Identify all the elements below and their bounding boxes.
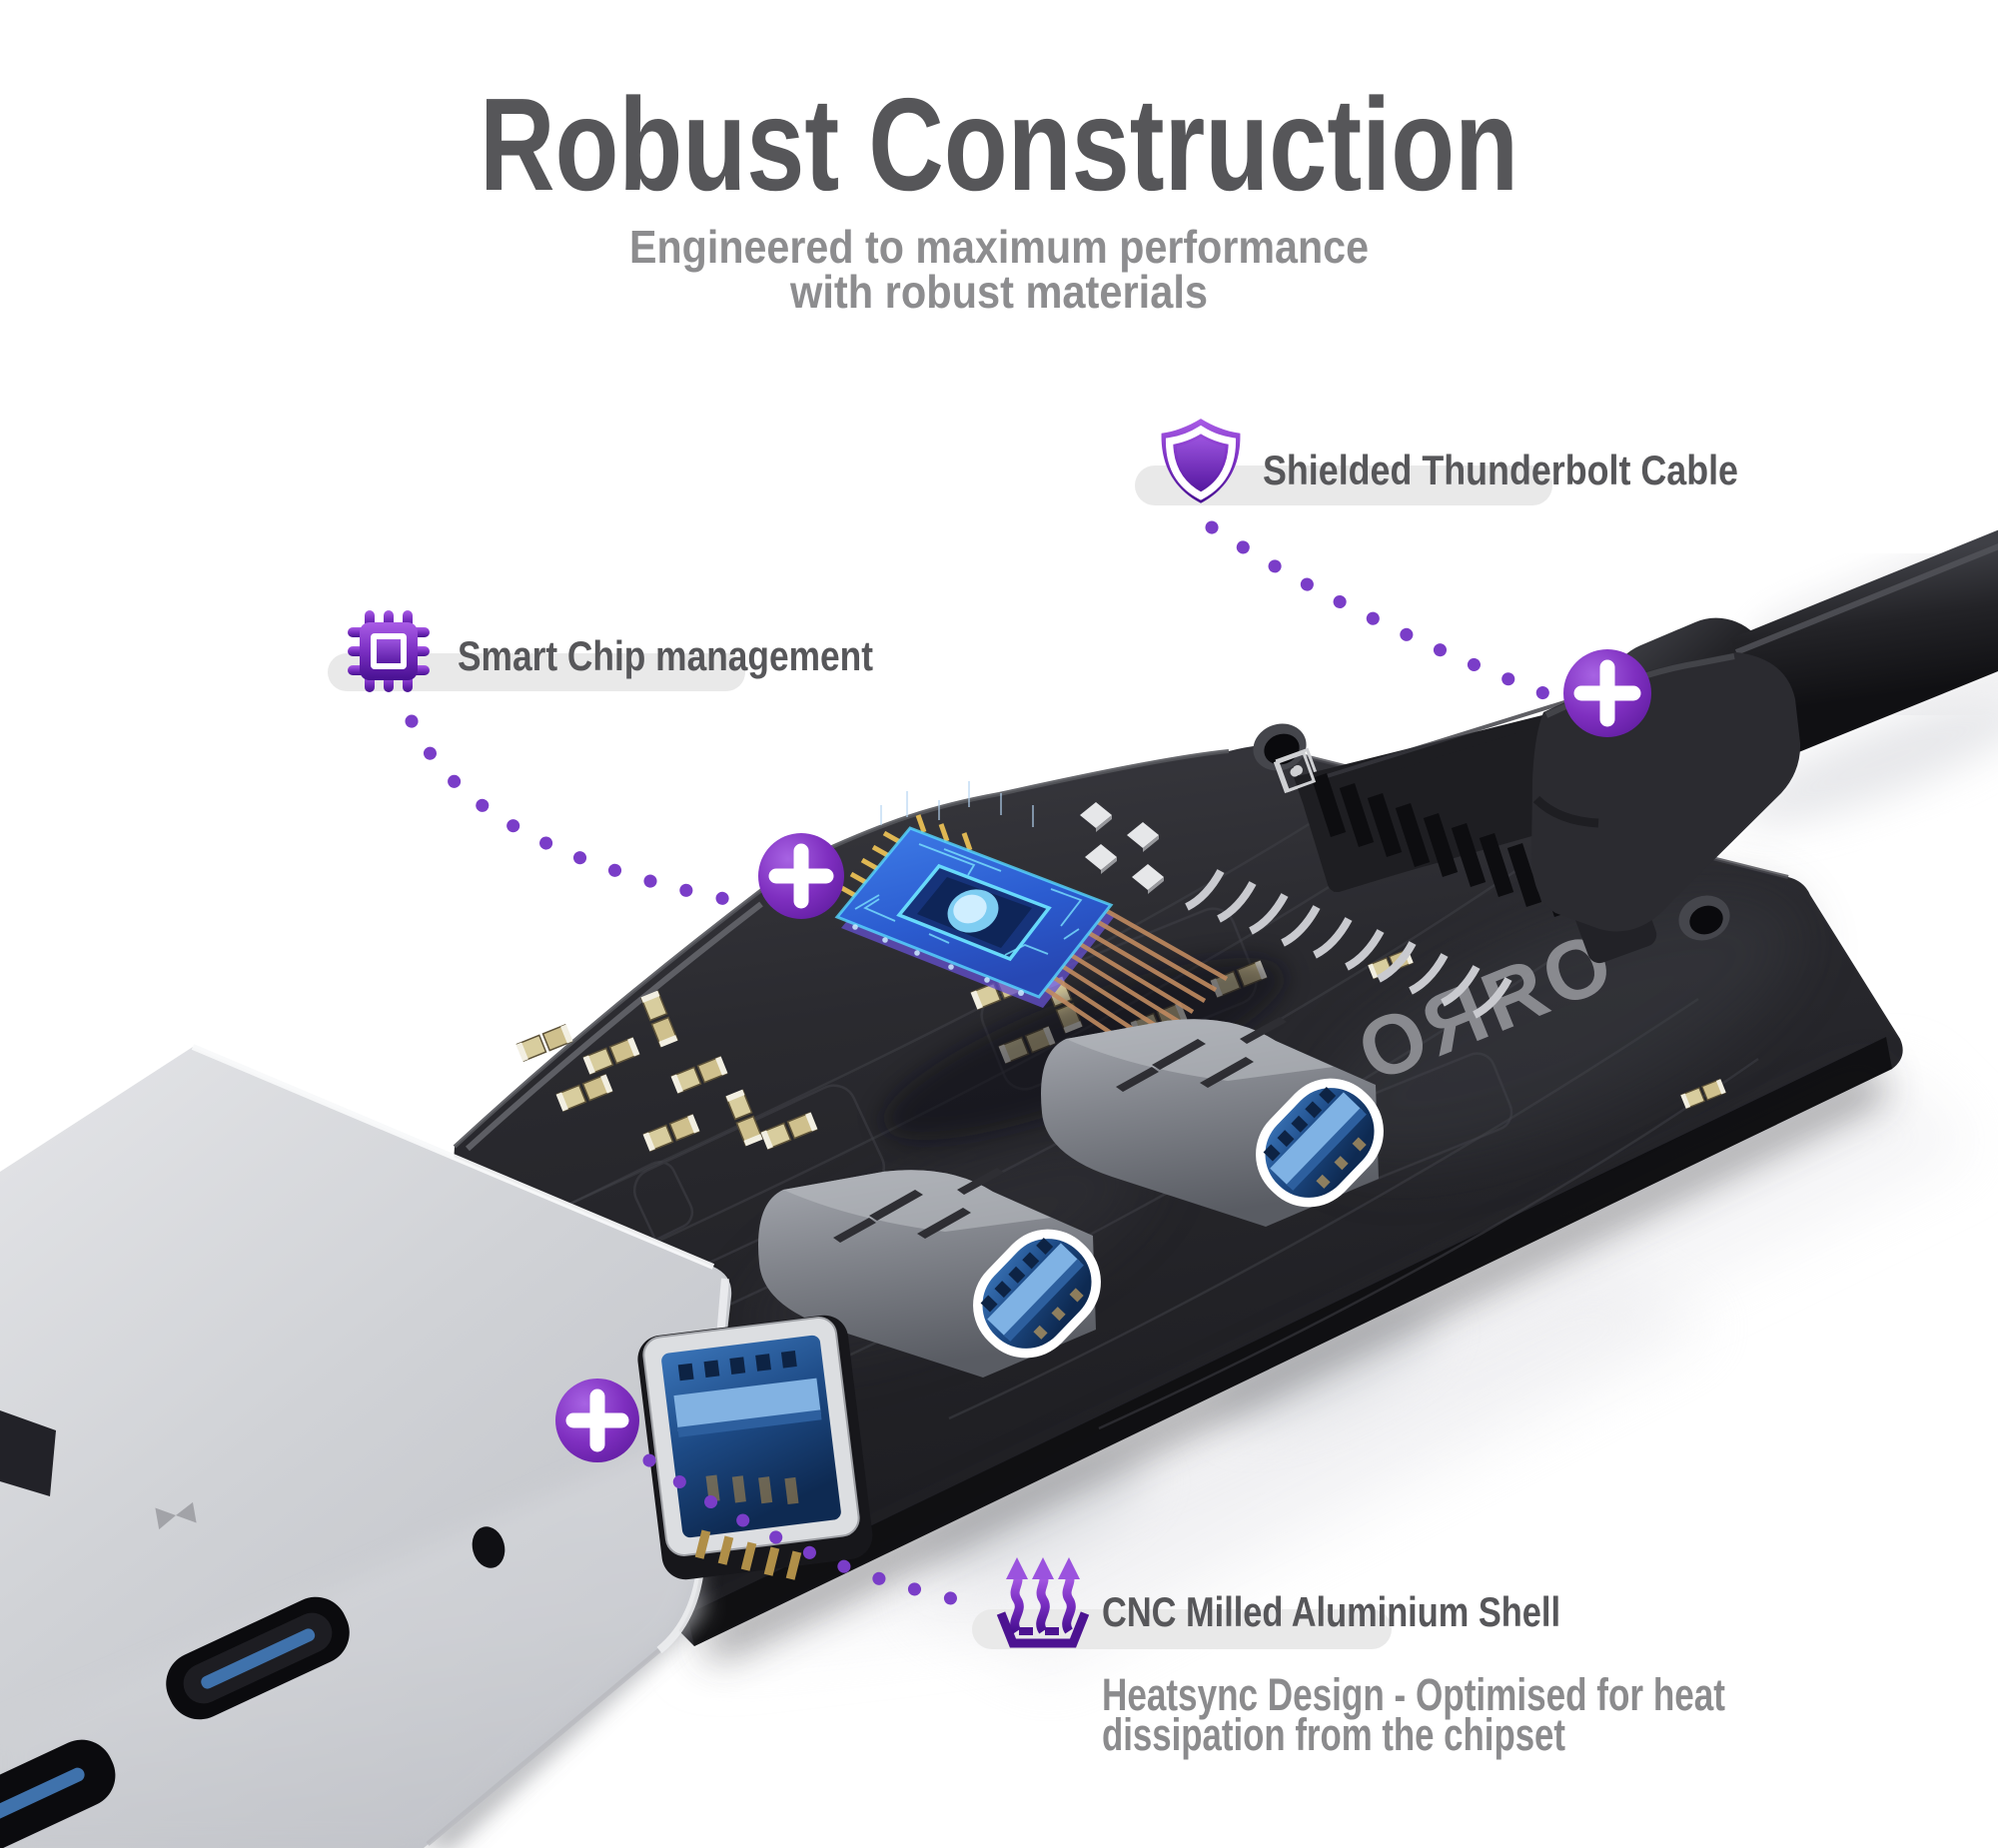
svg-text:Robust Construction: Robust Construction bbox=[480, 71, 1518, 218]
svg-text:Shielded Thunderbolt Cable: Shielded Thunderbolt Cable bbox=[1263, 447, 1738, 493]
svg-text:Smart Chip management: Smart Chip management bbox=[458, 632, 873, 679]
svg-text:dissipation from the chipset: dissipation from the chipset bbox=[1102, 1709, 1565, 1760]
svg-text:CNC Milled Aluminium Shell: CNC Milled Aluminium Shell bbox=[1102, 1588, 1560, 1635]
svg-text:Engineered to maximum performa: Engineered to maximum performance bbox=[629, 221, 1369, 273]
svg-text:with robust materials: with robust materials bbox=[789, 266, 1208, 318]
svg-text:Heatsync Design - Optimised fo: Heatsync Design - Optimised for heat bbox=[1102, 1669, 1725, 1720]
